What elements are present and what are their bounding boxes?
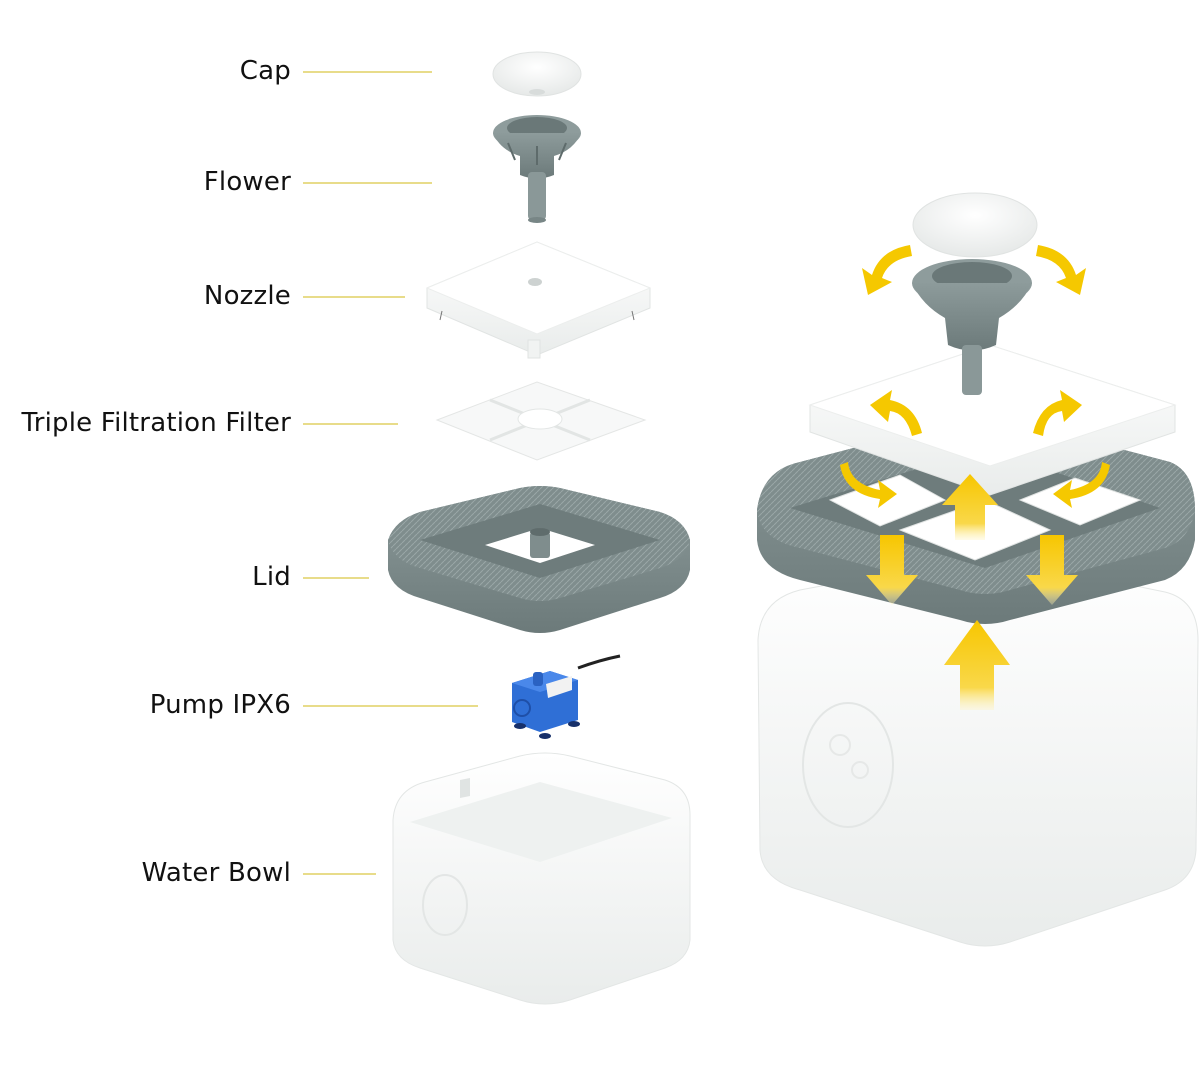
arrow-curve-icon: [1053, 462, 1110, 508]
filter-part: [435, 381, 647, 461]
leader-line-pump: [303, 705, 478, 707]
arrow-curve-icon: [870, 390, 922, 436]
assembled-flower: [912, 259, 1032, 395]
arrow-curve-icon: [840, 462, 897, 508]
leader-line-flower: [303, 182, 432, 184]
label-lid: Lid: [252, 562, 291, 592]
label-nozzle: Nozzle: [203, 281, 291, 311]
label-water-bowl: Water Bowl: [141, 858, 291, 888]
arrow-up-icon: [944, 620, 1010, 710]
leader-line-lid: [303, 577, 369, 579]
arrow-curve-icon: [862, 245, 912, 295]
leader-line-nozzle: [303, 296, 405, 298]
label-filter: Triple Filtration Filter: [21, 408, 291, 438]
flower-part: [493, 115, 581, 223]
leader-line-water-bowl: [303, 873, 376, 875]
arrow-up-icon: [942, 474, 998, 540]
flow-arrows: [840, 245, 1110, 710]
cap-part: [492, 51, 582, 97]
arrow-curve-icon: [1033, 390, 1082, 436]
nozzle-part: [425, 241, 652, 359]
label-flower: Flower: [203, 167, 291, 197]
arrow-curve-icon: [1036, 245, 1086, 295]
label-pump: Pump IPX6: [149, 690, 291, 720]
water-bowl-part: [392, 752, 691, 1005]
label-cap: Cap: [239, 56, 291, 86]
pump-part: [512, 654, 621, 739]
arrow-down-icon: [1026, 535, 1078, 605]
assembled-cap: [912, 192, 1038, 258]
lid-part: [388, 486, 690, 633]
leader-line-cap: [303, 71, 432, 73]
leader-line-filter: [303, 423, 398, 425]
arrow-down-icon: [866, 535, 918, 605]
assembled-nozzle: [808, 344, 1177, 496]
